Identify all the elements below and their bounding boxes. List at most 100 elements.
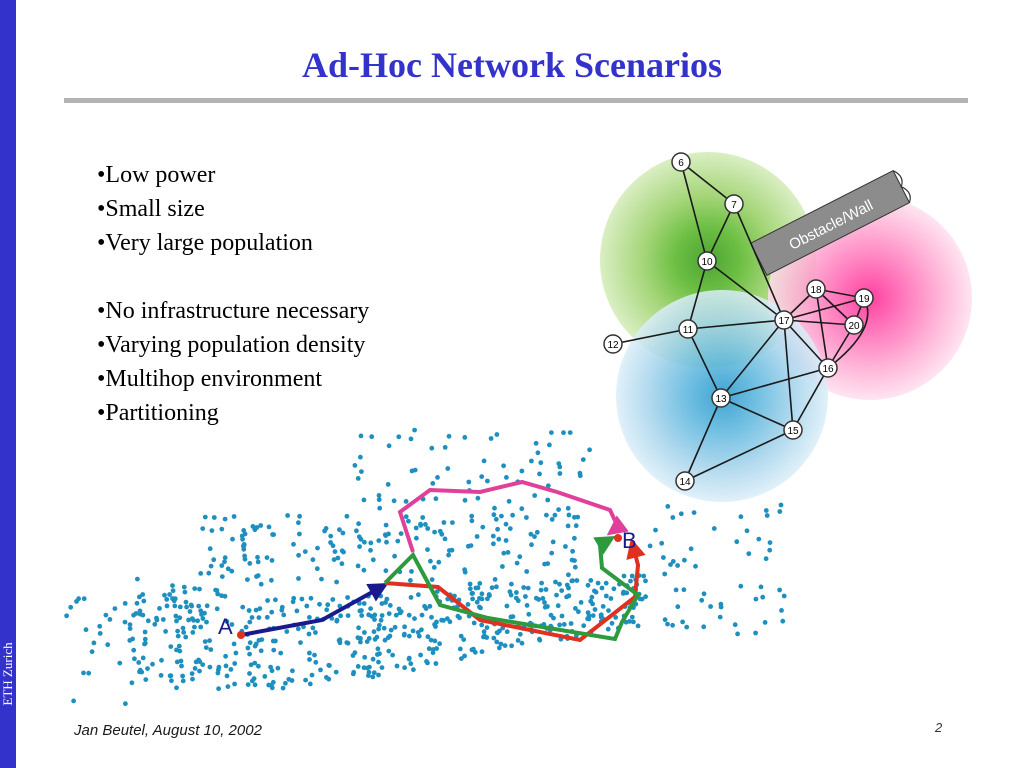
- node-dot: [502, 643, 508, 648]
- node-dot: [416, 633, 422, 639]
- node-dot: [718, 601, 724, 607]
- node-dot: [408, 578, 413, 583]
- node-dot: [428, 637, 434, 643]
- node-dot: [383, 568, 389, 574]
- node-16-label: 16: [822, 364, 834, 375]
- node-dot: [362, 630, 367, 635]
- node-dot: [662, 617, 668, 623]
- node-dot: [498, 641, 504, 647]
- node-dot: [232, 661, 238, 666]
- node-dot: [446, 433, 452, 439]
- node-dot: [233, 650, 239, 656]
- node-dot: [564, 582, 570, 588]
- node-dot: [693, 563, 698, 569]
- node-dot: [681, 587, 687, 593]
- node-dot: [462, 567, 467, 573]
- node-dot: [504, 629, 510, 635]
- node-dot: [411, 667, 416, 673]
- node-dot: [613, 615, 619, 620]
- node-dot: [572, 514, 577, 520]
- node-dot: [307, 657, 312, 662]
- node-dot: [513, 595, 519, 601]
- node-dot: [283, 680, 288, 686]
- node-dot: [391, 498, 397, 504]
- node-dot: [523, 594, 528, 599]
- node-dot: [515, 638, 521, 643]
- node-dot: [606, 608, 611, 613]
- node-dot: [189, 603, 195, 609]
- node-dot: [64, 613, 69, 619]
- node-dot: [392, 624, 398, 630]
- sidebar-bar: [0, 0, 16, 768]
- node-dot: [585, 582, 591, 588]
- node-dot: [89, 649, 95, 655]
- node-dot: [390, 652, 395, 658]
- node-dot: [152, 621, 158, 627]
- node-dot: [117, 660, 123, 666]
- node-dot: [310, 625, 316, 631]
- node-dot: [402, 624, 407, 630]
- node-dot: [639, 596, 645, 602]
- node-dot: [291, 541, 296, 547]
- node-dot: [245, 682, 251, 687]
- node-dot: [526, 611, 532, 617]
- node-dot: [376, 493, 382, 498]
- node-dot: [175, 628, 180, 634]
- node-dot: [219, 563, 225, 568]
- node-dot: [419, 612, 425, 618]
- node-dot: [425, 526, 431, 531]
- node-dot: [549, 430, 554, 435]
- node-dot: [307, 650, 312, 656]
- node-dot: [510, 614, 516, 619]
- node-dot: [542, 561, 547, 567]
- node-dot: [314, 566, 320, 572]
- node-dot: [532, 534, 537, 539]
- node-dot: [412, 467, 418, 473]
- node-dot: [264, 614, 270, 620]
- node-dot: [561, 430, 566, 436]
- node-dot: [514, 560, 520, 566]
- node-12-label: 12: [607, 340, 619, 351]
- node-dot: [465, 602, 471, 607]
- node-dot: [377, 505, 383, 511]
- node-dot: [403, 514, 409, 520]
- node-dot: [386, 648, 392, 654]
- node-dot: [408, 661, 414, 667]
- node-dot: [559, 588, 565, 593]
- node-dot: [177, 604, 183, 610]
- node-19: 19: [854, 288, 874, 308]
- node-dot: [264, 555, 270, 560]
- node-7-label: 7: [731, 200, 737, 211]
- node-dot: [675, 604, 681, 610]
- node-dot: [242, 556, 248, 562]
- node-dot: [376, 538, 382, 543]
- node-dot: [406, 612, 412, 618]
- node-dot: [746, 551, 752, 557]
- node-dot: [528, 531, 534, 537]
- node-dot: [760, 594, 766, 600]
- node-dot: [127, 626, 133, 631]
- node-dot: [134, 600, 140, 606]
- node-dot: [701, 591, 707, 597]
- node-dot: [222, 516, 228, 522]
- node-dot: [521, 585, 527, 590]
- node-dot: [711, 526, 717, 531]
- node-dot: [186, 617, 192, 623]
- node-dot: [324, 607, 330, 613]
- node-dot: [429, 445, 435, 451]
- node-dot: [200, 526, 206, 531]
- node-dot: [81, 670, 86, 676]
- node-dot: [500, 564, 505, 569]
- node-dot: [145, 618, 151, 624]
- node-dot: [290, 668, 295, 674]
- node-dot: [356, 521, 361, 527]
- node-dot: [112, 606, 118, 611]
- node-dot: [180, 625, 186, 631]
- node-dot: [467, 586, 473, 592]
- node-dot: [573, 523, 579, 529]
- node-dot: [241, 546, 247, 552]
- node-dot: [524, 569, 530, 574]
- node-10: 10: [697, 251, 717, 271]
- node-dot: [142, 636, 148, 642]
- node-dot: [481, 629, 487, 635]
